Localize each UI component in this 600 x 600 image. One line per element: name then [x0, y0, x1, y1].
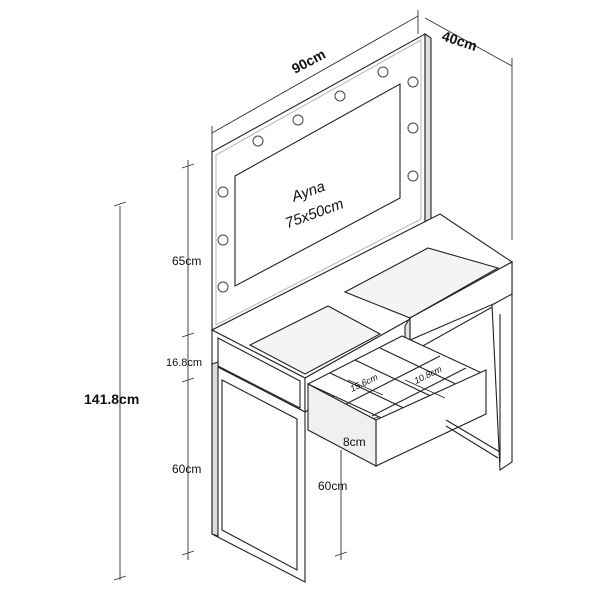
leg-height-label: 60cm: [172, 462, 201, 476]
top-compartment-right: [343, 247, 500, 319]
compartment-measures: [347, 379, 446, 399]
bulb-icon: [407, 122, 419, 134]
bulb-icon: [334, 90, 346, 102]
top-compartment-left: [248, 305, 382, 375]
width-dim-line: [211, 15, 419, 134]
compartment-b-arrow: [404, 379, 446, 399]
segment-tick-3: [181, 377, 195, 383]
right-leg-rail: [445, 419, 501, 453]
width-label: 90cm: [289, 46, 328, 77]
mirror-bulbs: [217, 66, 419, 293]
total-height-label: 141.8cm: [84, 391, 139, 407]
bulb-icon: [217, 186, 229, 198]
mirror-glass: [234, 83, 401, 287]
depth-dim-line: [424, 17, 513, 67]
dimension-lines: [113, 10, 513, 581]
drawer-divider: [329, 372, 413, 413]
drawer-height-label: 8cm: [343, 435, 366, 449]
mirror-height-label: 65cm: [172, 254, 201, 268]
table-legs: [211, 293, 513, 583]
drawer-divider: [345, 355, 441, 405]
mirror-edge: [424, 32, 432, 225]
drawer-divider: [354, 359, 438, 400]
drawer-side: [307, 383, 377, 467]
drawer-divider: [371, 367, 467, 417]
right-leg-frame: [491, 293, 513, 471]
segment-tick-1: [181, 163, 195, 169]
segment-tick-4: [181, 550, 195, 556]
drawer-divider: [379, 347, 463, 388]
front-leg-height-label: 60cm: [318, 479, 347, 493]
total-height-tick-top: [113, 201, 127, 207]
right-leg-rail-2: [445, 425, 499, 459]
left-leg-opening: [221, 379, 298, 571]
bulb-icon: [407, 76, 419, 88]
compartment-a-arrow: [347, 379, 384, 396]
bulb-icon: [292, 114, 304, 126]
table-top-height-label: 16.8cm: [166, 357, 202, 369]
mirror-frame-inner: [215, 39, 422, 326]
bulb-icon: [217, 234, 229, 246]
mirror-panel: [211, 32, 432, 331]
open-drawer: [306, 335, 487, 467]
bulb-icon: [217, 281, 229, 293]
left-lid-front: [217, 337, 301, 409]
total-height-tick-bottom: [113, 575, 127, 581]
front-leg-tick: [334, 551, 348, 557]
segment-tick-2: [181, 332, 195, 338]
bulb-icon: [377, 66, 389, 78]
bulb-icon: [252, 135, 264, 147]
left-leg-edge: [211, 361, 219, 537]
depth-label: 40cm: [440, 28, 479, 54]
bulb-icon: [407, 170, 419, 182]
